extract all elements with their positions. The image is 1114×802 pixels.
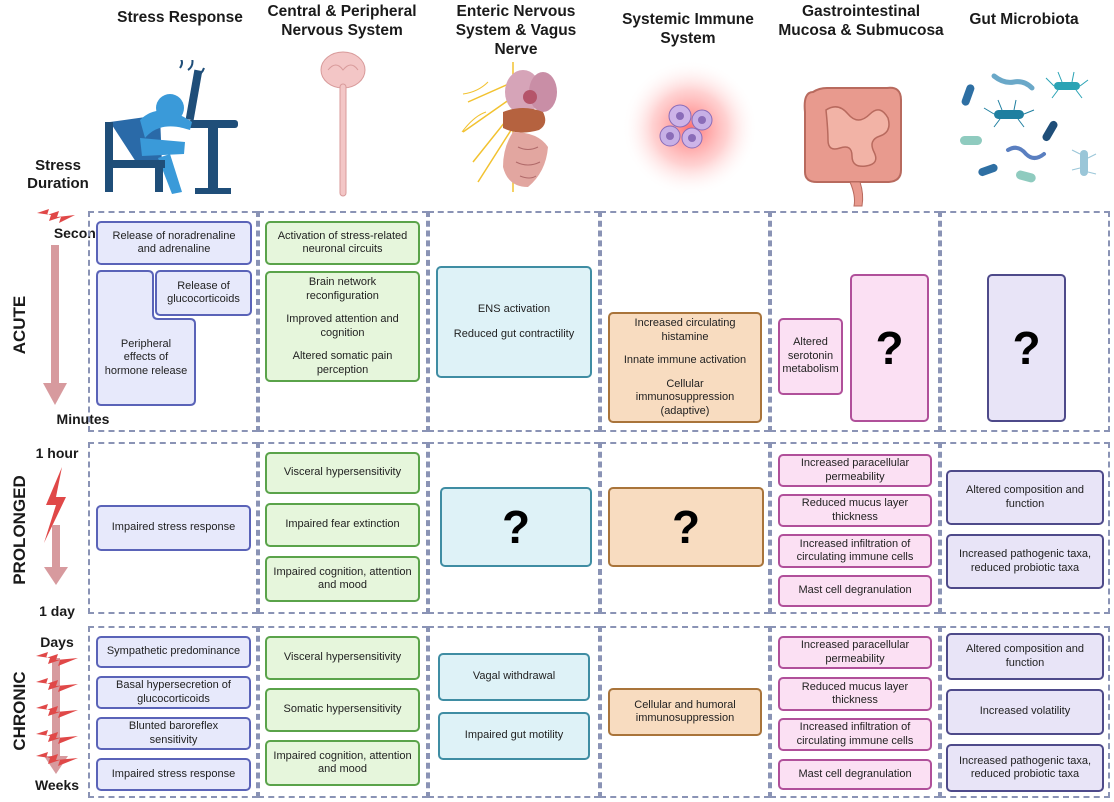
- column-header-enteric-nervous-system: Enteric Nervous System & Vagus Nerve: [455, 3, 577, 58]
- chronic-volatility-box: Increased volatility: [946, 689, 1104, 735]
- grid-cell: [428, 626, 600, 798]
- grid-cell: [940, 442, 1110, 614]
- grid-cell: [88, 626, 258, 798]
- grid-cell: [600, 626, 770, 798]
- grid-cell: [88, 442, 258, 614]
- chronic-stress-response-box: Impaired stress response: [96, 758, 251, 791]
- chronic-sympathetic-box: Sympathetic predominance: [96, 636, 251, 668]
- grid-cell: [600, 211, 770, 432]
- prolonged-fear-box: Impaired fear extinction: [265, 503, 420, 547]
- chronic-motility-box: Impaired gut motility: [438, 712, 590, 760]
- chronic-permeability-box: Increased paracellular permeability: [778, 636, 932, 669]
- column-header-stress-response: Stress Response: [117, 9, 243, 26]
- prolonged-mast-cell-box: Mast cell degranulation: [778, 575, 932, 607]
- prolonged-visceral-box: Visceral hypersensitivity: [265, 452, 420, 494]
- grid-cell: [940, 626, 1110, 798]
- column-header-gi-mucosa: Gastrointestinal Mucosa & Submucosa: [778, 3, 944, 39]
- row-label-prolonged: PROLONGED: [10, 475, 29, 585]
- grid-cell: [428, 211, 600, 432]
- prolonged-pathogenic-box: Increased pathogenic taxa, reduced probi…: [946, 534, 1104, 589]
- row-label-chronic: CHRONIC: [10, 671, 29, 751]
- chronic-baroreflex-box: Blunted baroreflex sensitivity: [96, 717, 251, 750]
- grid-cell: [600, 442, 770, 614]
- time-label-1-day: 1 day: [39, 603, 75, 619]
- prolonged-ens-unknown-box: ?: [440, 487, 592, 567]
- chronic-visceral-box: Visceral hypersensitivity: [265, 636, 420, 680]
- chronic-cognition-box: Impaired cognition, attention and mood: [265, 740, 420, 786]
- brain-spinal-cord-icon: [320, 51, 366, 197]
- time-label-minutes: Minutes: [56, 411, 110, 427]
- time-label-1-hour: 1 hour: [35, 445, 79, 461]
- column-header-immune-system: Systemic Immune System: [622, 11, 754, 47]
- stressed-person-icon: [105, 60, 238, 194]
- chronic-glucocorticoids-box: Basal hypersecretion of glucocorticoids: [96, 676, 251, 709]
- prolonged-permeability-box: Increased paracellular permeability: [778, 454, 932, 487]
- acute-glucocorticoids-box: Release of glucocorticoids: [155, 270, 252, 316]
- acute-peripheral-effects-label: Peripheral effects of hormone release: [104, 337, 188, 377]
- chronic-pathogenic-box: Increased pathogenic taxa, reduced probi…: [946, 744, 1104, 792]
- prolonged-cognition-box: Impaired cognition, attention and mood: [265, 556, 420, 602]
- acute-arrow-icon: [37, 209, 75, 405]
- chronic-composition-box: Altered composition and function: [946, 633, 1104, 680]
- grid-cell: [258, 442, 428, 614]
- chronic-mucus-box: Reduced mucus layer thickness: [778, 677, 932, 711]
- grid-cell: [940, 211, 1110, 432]
- enteric-nervous-system-icon: [461, 62, 557, 192]
- grid-cell: [770, 211, 940, 432]
- acute-noradrenaline-box: Release of noradrenaline and adrenaline: [96, 221, 252, 265]
- time-label-days: Days: [40, 634, 74, 650]
- prolonged-mucus-box: Reduced mucus layer thickness: [778, 494, 932, 527]
- immune-cells-icon: [622, 60, 758, 196]
- grid-cell: [258, 626, 428, 798]
- chronic-immunosuppression-box: Cellular and humoral immunosuppression: [608, 688, 762, 736]
- chronic-mast-cell-box: Mast cell degranulation: [778, 759, 932, 790]
- acute-serotonin-box: Altered serotonin metabolism: [778, 318, 843, 395]
- grid-cell: [88, 211, 258, 432]
- prolonged-arrow-icon: [44, 467, 68, 585]
- intestine-icon: [803, 86, 902, 207]
- time-label-weeks: Weeks: [34, 777, 80, 793]
- grid-cell: [428, 442, 600, 614]
- prolonged-immune-unknown-box: ?: [608, 487, 764, 567]
- prolonged-stress-response-box: Impaired stress response: [96, 505, 251, 551]
- acute-neuronal-circuits-box: Activation of stress-related neuronal ci…: [265, 221, 420, 265]
- stress-duration-label: Stress Duration: [27, 157, 89, 192]
- acute-peripheral-effects-shape: [96, 270, 196, 406]
- chronic-vagal-box: Vagal withdrawal: [438, 653, 590, 701]
- chronic-somatic-box: Somatic hypersensitivity: [265, 688, 420, 732]
- row-label-acute: ACUTE: [10, 295, 29, 355]
- column-header-gut-microbiota: Gut Microbiota: [969, 11, 1079, 28]
- grid-cell: [258, 211, 428, 432]
- column-header-nervous-system: Central & Peripheral Nervous System: [267, 3, 417, 39]
- grid-cell: [770, 442, 940, 614]
- acute-gi-unknown-box: ?: [850, 274, 929, 422]
- acute-ens-box: ENS activation Reduced gut contractility: [436, 266, 592, 378]
- acute-immune-box: Increased circulating histamine Innate i…: [608, 312, 762, 423]
- prolonged-composition-box: Altered composition and function: [946, 470, 1104, 525]
- gut-bacteria-icon: [960, 71, 1097, 183]
- chronic-arrow-icon: [36, 652, 78, 774]
- grid-cell: [770, 626, 940, 798]
- acute-microbiota-unknown-box: ?: [987, 274, 1066, 422]
- chronic-infiltration-box: Increased infiltration of circulating im…: [778, 718, 932, 751]
- acute-brain-network-box: Brain network reconfiguration Improved a…: [265, 271, 420, 382]
- prolonged-infiltration-box: Increased infiltration of circulating im…: [778, 534, 932, 568]
